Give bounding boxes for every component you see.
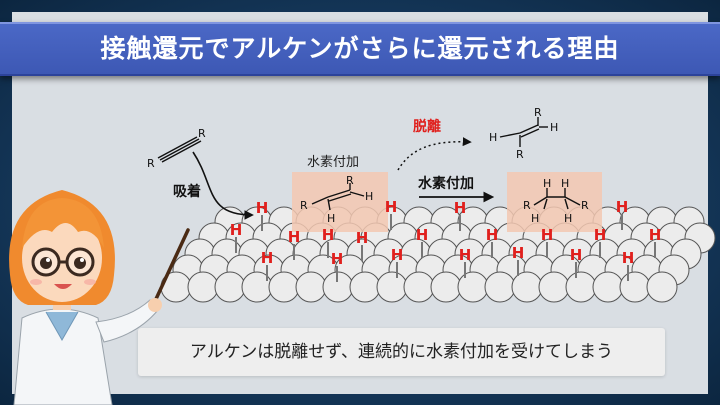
- hydrogen-atom: H: [385, 198, 398, 216]
- hydrogen-atom: H: [570, 246, 583, 264]
- metal-atom: [430, 271, 462, 303]
- metal-atom: [592, 271, 624, 303]
- hydrogen-atom: H: [512, 244, 525, 262]
- hydrogen-atom: H: [594, 226, 607, 244]
- free-alkene-r-bottom: R: [516, 148, 524, 161]
- hydrogen-atom: H: [454, 199, 467, 217]
- collar: [45, 311, 79, 342]
- hand: [148, 298, 162, 312]
- alkyne-r-right: R: [198, 127, 206, 140]
- alkene-h-bottom: H: [327, 212, 335, 225]
- metal-atom: [187, 271, 219, 303]
- hydrogenation-label-bold: 水素付加: [418, 175, 474, 192]
- hydrogen-atom: H: [356, 229, 369, 247]
- desorption-arrow: [397, 137, 472, 171]
- hydrogen-atom: H: [261, 249, 274, 267]
- hydrogen-atom: H: [616, 198, 629, 216]
- metal-atom: [268, 271, 300, 303]
- metal-atom: [619, 271, 651, 303]
- mouth: [54, 284, 72, 289]
- desorption-label: 脱離: [413, 118, 441, 135]
- adsorption-arrow: [192, 151, 254, 220]
- alkyne-molecule: [157, 136, 202, 163]
- alkane-r-left: R: [523, 199, 531, 212]
- alkane-adsorbed-molecule: [533, 188, 581, 210]
- hydrogen-atom: H: [288, 228, 301, 246]
- right-eye-highlight: [80, 258, 84, 262]
- caption-box: アルケンは脱離せず、連続的に水素付加を受けてしまう: [138, 328, 665, 376]
- alkene-r-left: R: [300, 199, 308, 212]
- alkane-h-bottom-left: H: [531, 212, 539, 225]
- hydrogen-atom: H: [649, 226, 662, 244]
- hydrogen-atom: H: [331, 250, 344, 268]
- left-cheek: [30, 279, 42, 285]
- free-alkene-h-right: H: [550, 121, 558, 134]
- alkene-h-right: H: [365, 190, 373, 203]
- metal-atom: [214, 271, 246, 303]
- metal-atom: [295, 271, 327, 303]
- adsorbed-alkane-box: [507, 172, 602, 232]
- face: [22, 214, 102, 302]
- hydrogen-atom: H: [459, 246, 472, 264]
- alkene-r-top: R: [346, 174, 354, 187]
- metal-atom: [457, 271, 489, 303]
- metal-atom: [484, 271, 516, 303]
- metal-atom: [646, 271, 678, 303]
- hydrogen-atom: H: [256, 199, 269, 217]
- hydrogen-atom: H: [416, 226, 429, 244]
- hydrogenation-label-small: 水素付加: [307, 155, 359, 170]
- metal-atom: [538, 271, 570, 303]
- page-title: 接触還元でアルケンがさらに還元される理由: [100, 34, 620, 63]
- metal-atom: [565, 271, 597, 303]
- alkane-h-bottom-right: H: [564, 212, 572, 225]
- metal-atom: [403, 271, 435, 303]
- free-alkene-h-left: H: [489, 131, 497, 144]
- hydrogen-atom: H: [541, 226, 554, 244]
- alkane-h-top-right: H: [561, 177, 569, 190]
- title-bar: 接触還元でアルケンがさらに還元される理由: [0, 22, 720, 76]
- hydrogen-atom: H: [391, 246, 404, 264]
- adsorbed-alkene-box: [292, 172, 388, 232]
- hydrogen-atom: H: [322, 226, 335, 244]
- free-alkene-molecule: [499, 117, 548, 147]
- free-alkene-r-top: R: [534, 106, 542, 119]
- left-eye-highlight: [46, 258, 50, 262]
- caption-text: アルケンは脱離せず、連続的に水素付加を受けてしまう: [189, 342, 614, 362]
- alkane-h-top-left: H: [543, 177, 551, 190]
- metal-atom: [511, 271, 543, 303]
- hair-bangs: [22, 198, 104, 248]
- alkene-adsorbed-molecule: [311, 183, 365, 211]
- alkane-r-right: R: [581, 199, 589, 212]
- hydrogen-atom: H: [486, 226, 499, 244]
- adsorption-label: 吸着: [173, 183, 201, 200]
- metal-atom: [376, 271, 408, 303]
- teacher-character: [9, 190, 190, 405]
- right-cheek: [84, 279, 96, 285]
- right-eye: [74, 257, 86, 269]
- left-eye: [40, 257, 52, 269]
- metal-atom: [349, 271, 381, 303]
- hydrogen-atom: H: [622, 249, 635, 267]
- alkyne-r-left: R: [147, 157, 155, 170]
- hydrogen-atom: H: [230, 221, 243, 239]
